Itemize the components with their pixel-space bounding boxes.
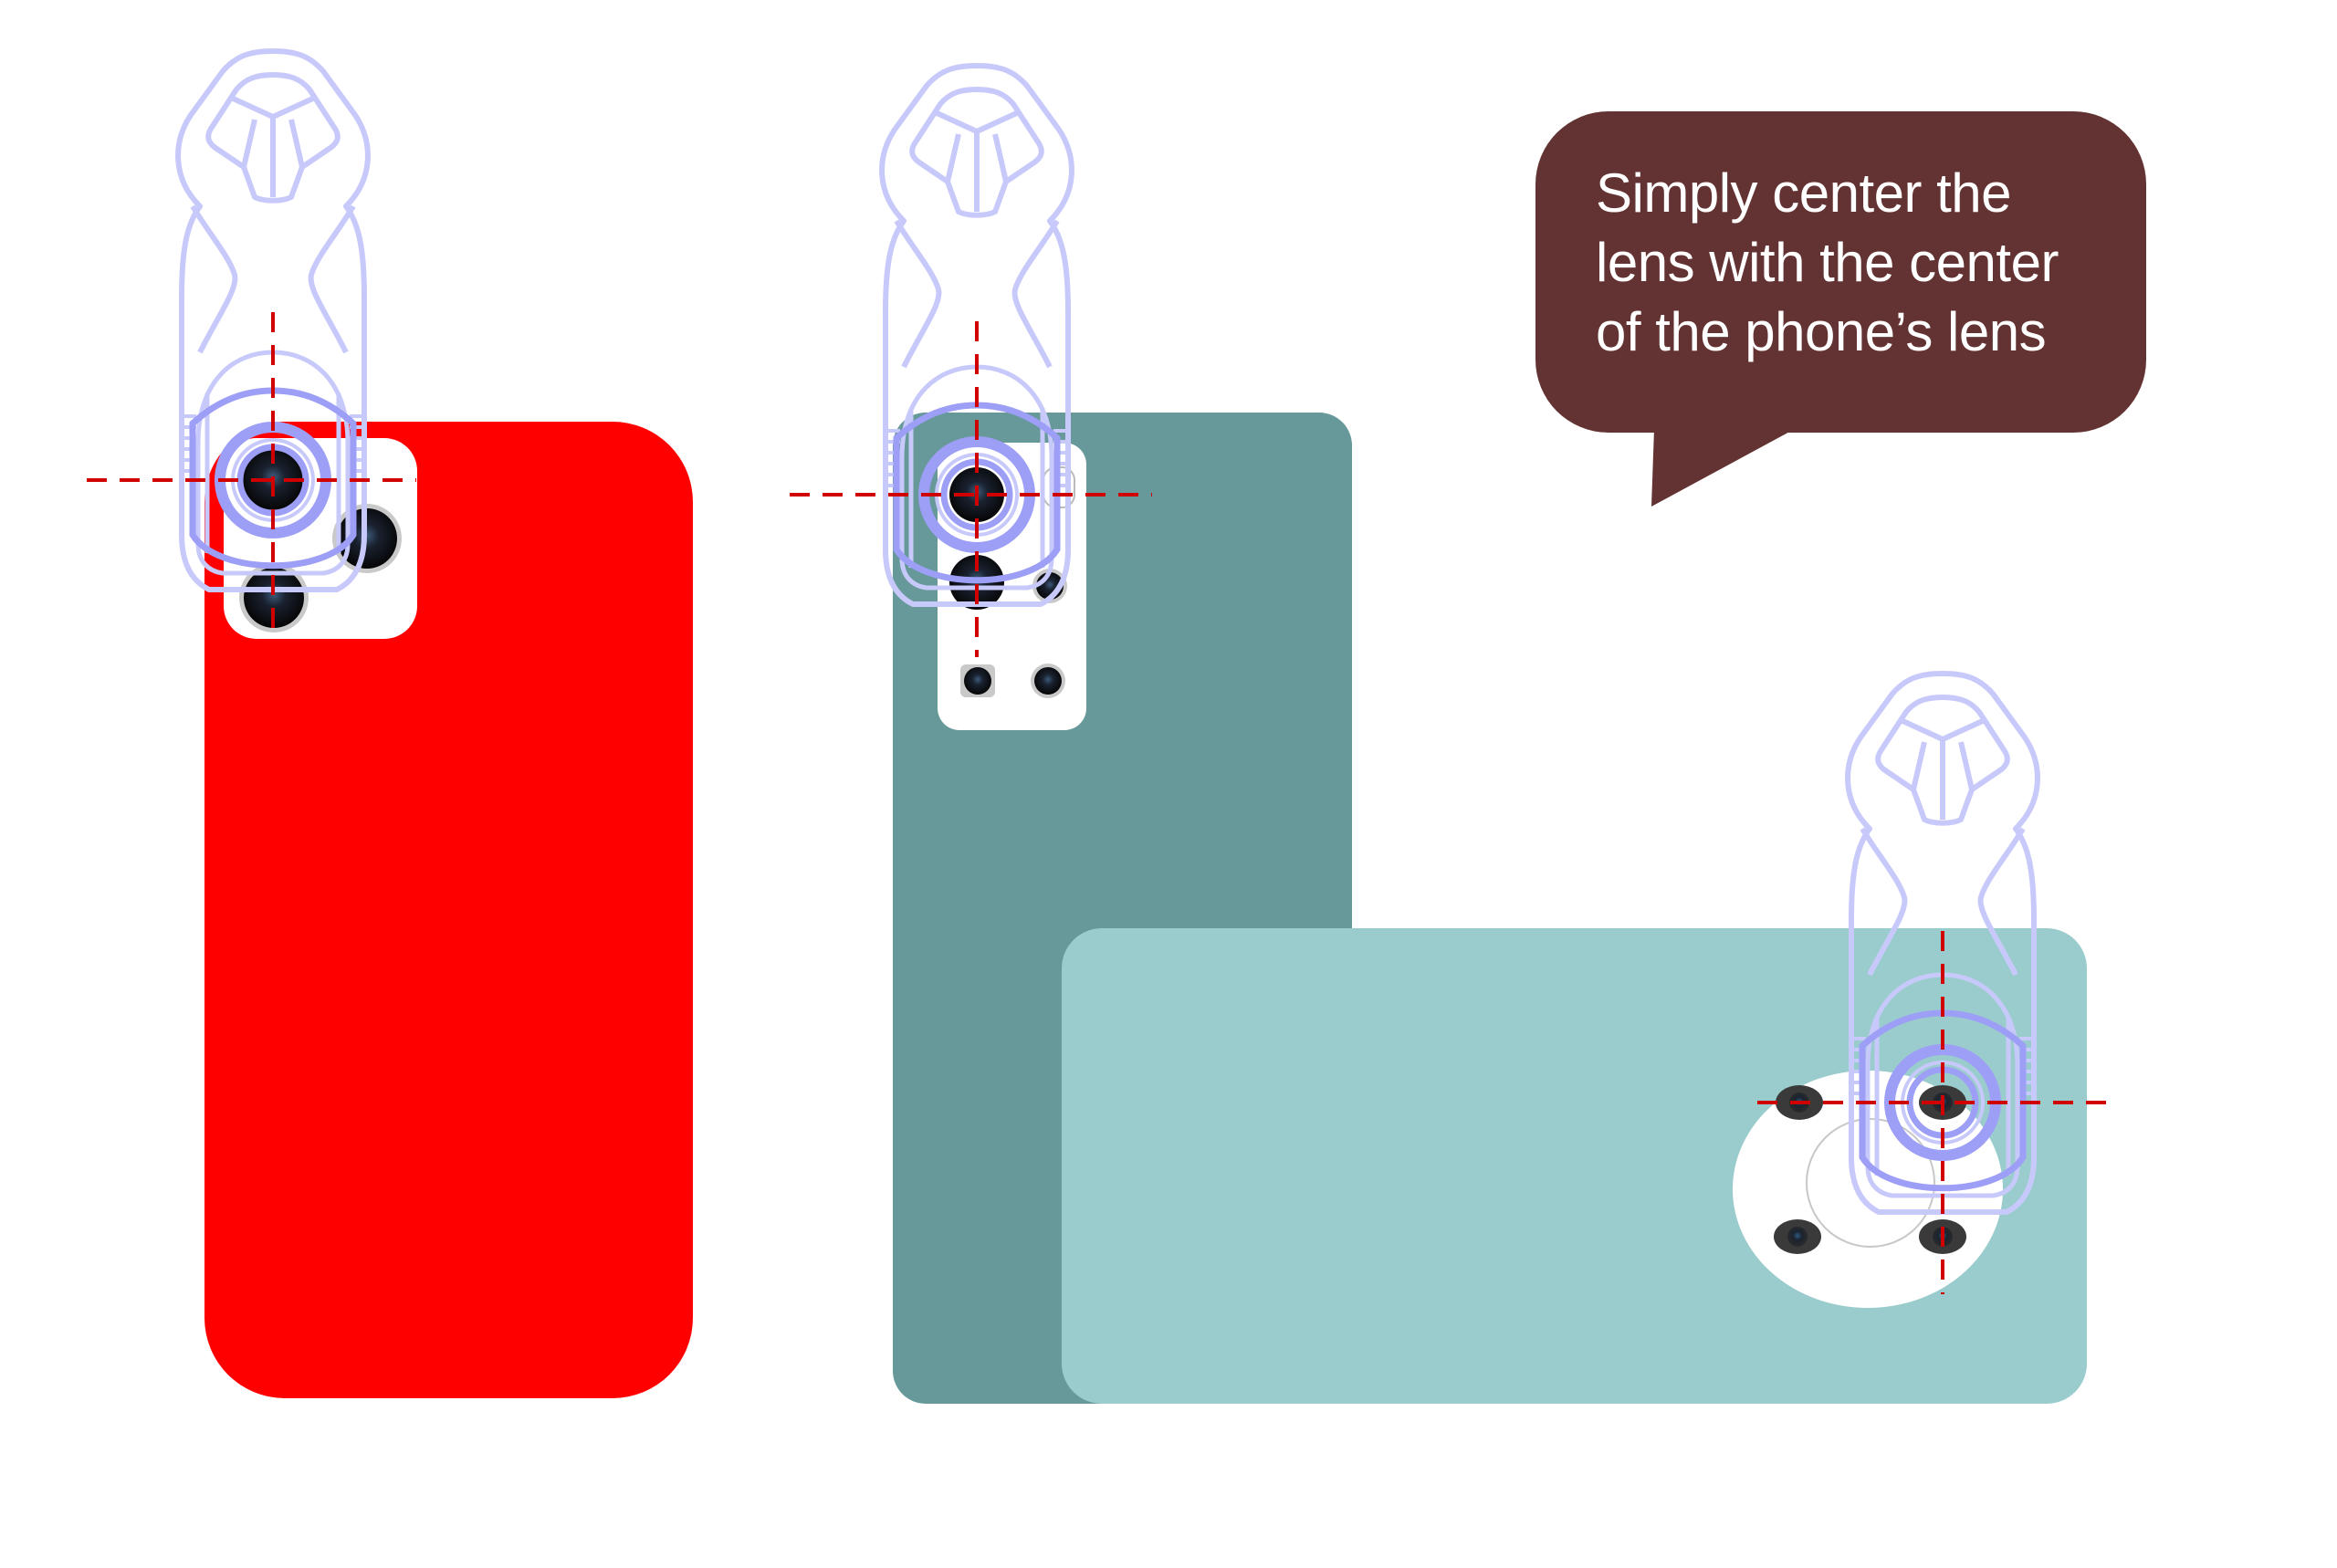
phone-light-teal	[1062, 674, 2118, 1404]
phone-red-body	[204, 422, 693, 1398]
crosshair	[1757, 931, 2118, 1294]
crosshair	[87, 312, 416, 641]
instruction-callout: Simply center the lens with the center o…	[1535, 111, 2146, 433]
callout-line-2: lens with the center	[1596, 232, 2059, 293]
callout-text: Simply center the lens with the center o…	[1596, 159, 2146, 367]
callout-line-3: of the phone’s lens	[1596, 301, 2047, 362]
callout-tail	[1651, 429, 1795, 507]
callout-line-1: Simply center the	[1596, 162, 2012, 224]
crosshair	[790, 321, 1152, 657]
phone-red	[87, 51, 693, 1398]
